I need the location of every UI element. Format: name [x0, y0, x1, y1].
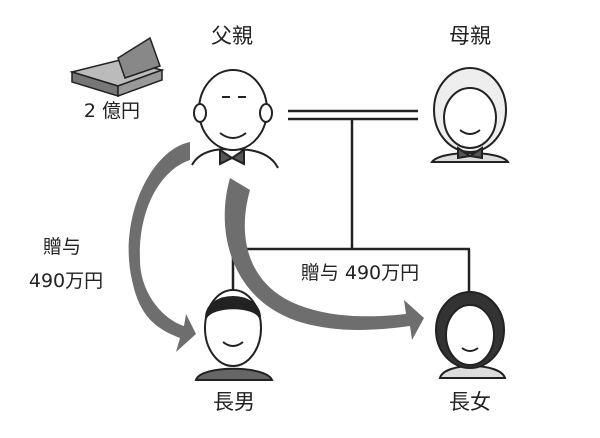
asset-amount: 2 億円 — [83, 100, 141, 122]
son-figure — [194, 289, 274, 381]
daughter-figure — [435, 291, 507, 379]
mother-figure — [430, 67, 510, 163]
son-label: 長男 — [213, 390, 255, 414]
daughter-label: 長女 — [449, 390, 491, 414]
mother-label: 母親 — [449, 24, 491, 48]
gift-to-son-label: 贈与 — [42, 236, 82, 258]
gift-arrow-to-son — [128, 142, 196, 352]
father-label: 父親 — [211, 24, 253, 48]
gift-arrow-to-daughter — [224, 178, 424, 340]
gift-to-son-amount: 490万円 — [28, 270, 104, 292]
father-figure — [191, 69, 279, 169]
money-stack-icon — [69, 36, 165, 98]
gift-to-daughter-label: 贈与 490万円 — [300, 262, 420, 284]
